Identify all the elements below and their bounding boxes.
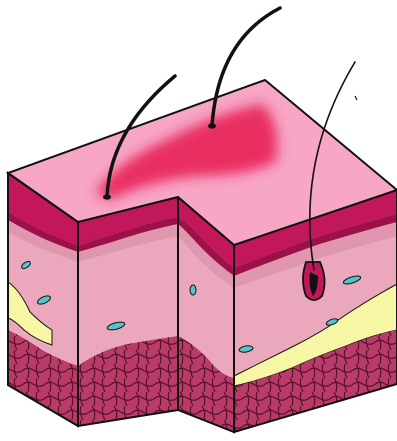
blood-vessel-icon <box>190 285 196 295</box>
notch-left-side-face <box>78 197 178 426</box>
